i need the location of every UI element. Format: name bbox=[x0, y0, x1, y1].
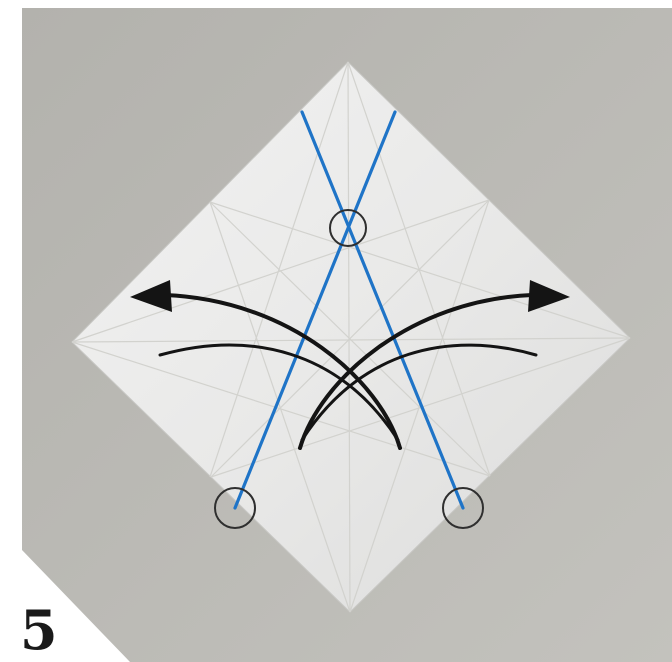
step-number: 5 bbox=[20, 600, 58, 660]
